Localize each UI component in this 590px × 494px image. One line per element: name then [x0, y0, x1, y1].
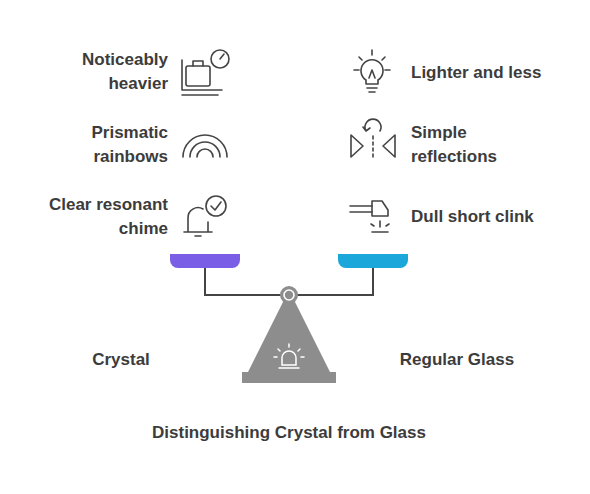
- check-circle: [206, 196, 226, 216]
- scale-base: [242, 372, 336, 383]
- hammer-handle: [350, 206, 372, 212]
- feature-label: Noticeably heavier: [58, 48, 168, 96]
- object-triangle: [351, 135, 363, 157]
- reflect-arrow: [363, 119, 381, 131]
- weight-scale-icon: [182, 50, 229, 95]
- bell-check-icon: [184, 196, 226, 236]
- impact-sparks: [371, 221, 389, 232]
- feature-label: Regular Glass: [377, 348, 537, 372]
- feature-label: Clear resonant chime: [28, 193, 168, 241]
- feature-label: Crystal: [46, 348, 196, 372]
- glass-pan: [338, 254, 408, 268]
- check-mark: [211, 202, 221, 210]
- siren-dome: [282, 351, 296, 365]
- dial-needle: [220, 54, 224, 59]
- scale-dial: [211, 50, 229, 68]
- suitcase-body: [186, 66, 210, 86]
- reflection-icon: [351, 119, 395, 158]
- bulb-filament: [369, 70, 375, 78]
- hammer-head: [372, 201, 388, 216]
- rainbow-arc: [183, 135, 227, 157]
- mirror-triangle: [383, 135, 395, 157]
- bell-clapper: [195, 235, 201, 237]
- rainbow-icon: [183, 135, 227, 157]
- siren-base: [279, 367, 299, 369]
- rainbow-arc: [197, 149, 213, 157]
- diagram-title: Distinguishing Crystal from Glass: [89, 421, 489, 445]
- bulb-rays: [354, 50, 390, 70]
- pivot: [280, 286, 298, 304]
- siren-rays: [274, 344, 304, 357]
- lightbulb-icon: [354, 50, 390, 92]
- hammer-icon: [350, 201, 389, 232]
- bulb-base: [367, 88, 377, 92]
- scale-platform: [182, 60, 222, 95]
- scale-stand: [248, 300, 330, 372]
- crystal-pan: [170, 254, 240, 268]
- feature-label: Prismatic rainbows: [58, 121, 168, 169]
- feature-label: Dull short clink: [411, 205, 586, 229]
- mirror-line: [372, 136, 374, 158]
- siren-icon: [274, 344, 304, 368]
- rainbow-arc: [190, 142, 220, 157]
- bulb-glass: [361, 60, 383, 84]
- feature-label: Lighter and less: [411, 61, 586, 85]
- feature-label: Simple reflections: [411, 121, 521, 169]
- suitcase-handle: [193, 61, 203, 66]
- pivot-ring: [284, 290, 294, 300]
